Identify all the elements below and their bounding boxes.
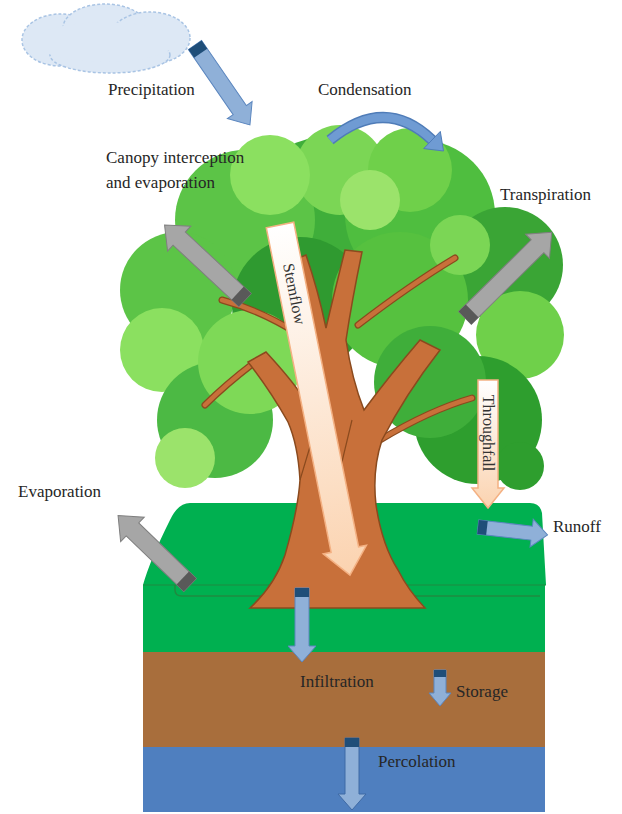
- throughfall-arrow: [472, 380, 504, 508]
- process-label: Evaporation: [18, 480, 101, 505]
- infiltration-arrow: [288, 588, 316, 662]
- transpiration-arrow: [453, 220, 564, 330]
- process-label: Infiltration: [300, 670, 374, 695]
- process-label: Precipitation: [108, 78, 195, 103]
- process-label: Condensation: [318, 78, 412, 103]
- storage-arrow: [429, 670, 451, 706]
- condensation-arrow: [330, 118, 444, 152]
- arrow-label: Throughfall: [480, 395, 496, 471]
- process-label: Runoff: [553, 515, 601, 540]
- evaporation-arrow: [106, 503, 202, 597]
- percolation-arrow: [338, 738, 366, 810]
- process-label: Storage: [456, 680, 508, 705]
- process-label: Transpiration: [500, 183, 591, 208]
- stemflow-arrow: [258, 221, 371, 580]
- process-label: Percolation: [378, 750, 455, 775]
- process-label: Canopy interception and evaporation: [106, 146, 271, 195]
- cloud: [22, 4, 190, 73]
- canopy-evaporation-arrow: [153, 213, 257, 313]
- runoff-arrow: [476, 513, 549, 549]
